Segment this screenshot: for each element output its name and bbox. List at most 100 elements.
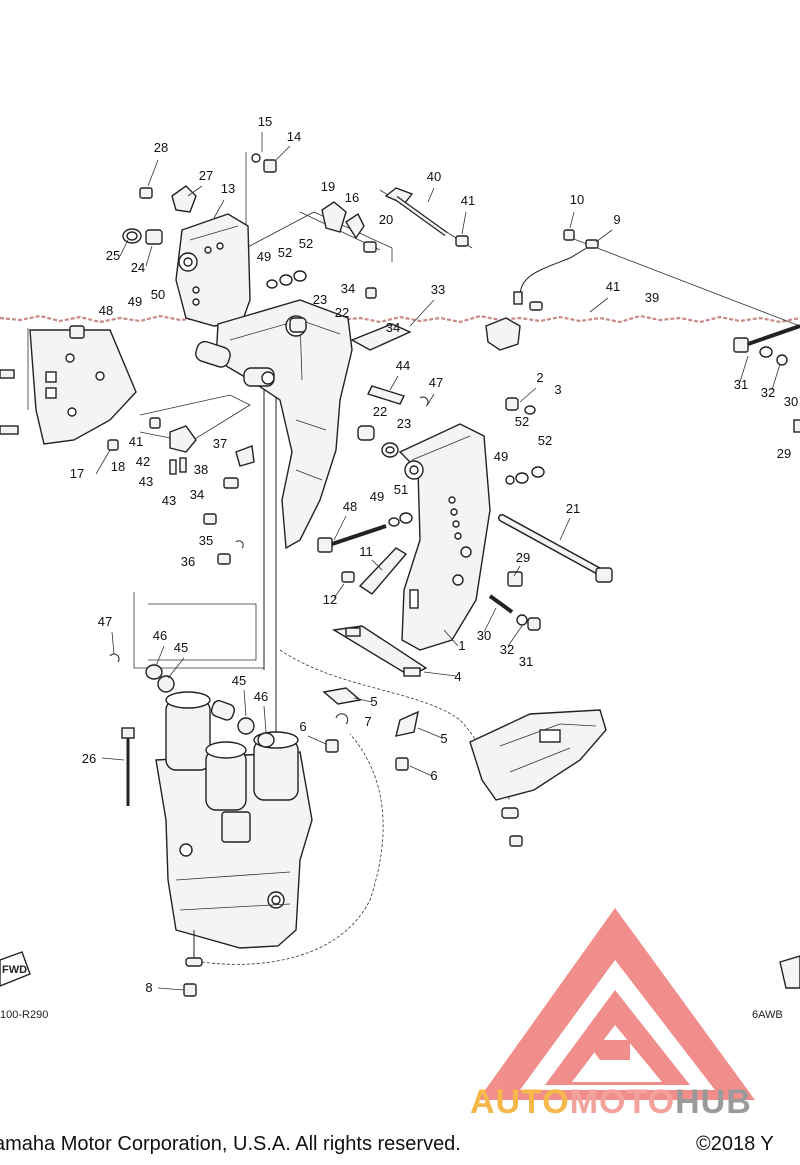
- callout-51: 51: [394, 482, 408, 497]
- callout-21: 21: [566, 501, 580, 516]
- callout-38: 38: [194, 462, 208, 477]
- rod-40: [384, 187, 469, 247]
- fasteners-right: [488, 571, 541, 631]
- watermark-hub: HUB: [675, 1083, 752, 1121]
- callout-17: 17: [70, 466, 84, 481]
- callout-14: 14: [287, 129, 301, 144]
- callout-31: 31: [734, 377, 748, 392]
- bushing-22-23: [289, 317, 399, 458]
- ground-wire-8: [183, 649, 511, 997]
- callout-4: 4: [454, 669, 461, 684]
- svg-text:AUTOMOTOHUB: AUTOMOTOHUB: [470, 1083, 752, 1121]
- callout-29: 29: [516, 550, 530, 565]
- callout-49: 49: [128, 294, 142, 309]
- callout-15: 15: [258, 114, 272, 129]
- power-trim-tilt-unit: [155, 691, 313, 949]
- callout-9: 9: [613, 212, 620, 227]
- block-41-42-43: [149, 417, 197, 475]
- callout-1: 1: [458, 638, 465, 653]
- copyright-right: ©2018 Y: [696, 1133, 774, 1155]
- callout-46: 46: [153, 628, 167, 643]
- clip-37-38: [223, 445, 255, 489]
- callout-43: 43: [139, 474, 153, 489]
- callout-42: 42: [136, 454, 150, 469]
- plate-11-12: [341, 547, 408, 595]
- callout-20: 20: [379, 212, 393, 227]
- callout-45: 45: [232, 673, 246, 688]
- callout-39: 39: [645, 290, 659, 305]
- upper-left-clamp-bracket: [175, 213, 251, 327]
- callout-52: 52: [299, 236, 313, 251]
- callout-10: 10: [570, 192, 584, 207]
- callout-28: 28: [154, 140, 168, 155]
- left-clamp-bracket-partial: [0, 325, 137, 451]
- callout-36: 36: [181, 554, 195, 569]
- callout-26: 26: [82, 751, 96, 766]
- bolt-35-36: [217, 540, 244, 565]
- callout-22: 22: [335, 305, 349, 320]
- callout-29: 29: [777, 446, 791, 461]
- bracket-4-5-6-7: [322, 625, 428, 771]
- callout-27: 27: [199, 168, 213, 183]
- callout-34: 34: [341, 281, 355, 296]
- callout-41: 41: [129, 434, 143, 449]
- callout-44: 44: [396, 358, 410, 373]
- fittings-45-46-47: [109, 653, 275, 748]
- paper-tear: [0, 314, 800, 324]
- callout-19: 19: [321, 179, 335, 194]
- bolt-48: [317, 512, 413, 553]
- callout-48: 48: [343, 499, 357, 514]
- callout-52: 52: [515, 414, 529, 429]
- callout-49: 49: [370, 489, 384, 504]
- callout-16: 16: [345, 190, 359, 205]
- callout-37: 37: [213, 436, 227, 451]
- shaft-21: [498, 514, 613, 583]
- callout-41: 41: [461, 193, 475, 208]
- right-clamp-bracket: [398, 423, 491, 651]
- callout-2: 2: [536, 370, 543, 385]
- callout-23: 23: [313, 292, 327, 307]
- callout-7: 7: [364, 714, 371, 729]
- fwd-label: FWD: [2, 964, 27, 976]
- diagram-code-right: 6AWB: [752, 1009, 783, 1021]
- callout-32: 32: [500, 642, 514, 657]
- callout-46: 46: [254, 689, 268, 704]
- callout-45: 45: [174, 640, 188, 655]
- callout-47: 47: [429, 375, 443, 390]
- callout-22: 22: [373, 404, 387, 419]
- callout-34: 34: [386, 320, 400, 335]
- fwd-arrow-icon: FWD: [0, 951, 31, 987]
- washers-right: [505, 397, 545, 485]
- cable-9: [485, 229, 599, 351]
- callout-49: 49: [494, 449, 508, 464]
- callout-6: 6: [299, 719, 306, 734]
- callout-33: 33: [431, 282, 445, 297]
- automotohub-watermark: AUTOMOTOHUB: [470, 1083, 752, 1121]
- watermark-auto: AUTO: [470, 1083, 570, 1121]
- bracket-19-16: [321, 201, 377, 253]
- callout-52: 52: [278, 245, 292, 260]
- callout-41: 41: [606, 279, 620, 294]
- callout-30: 30: [784, 394, 798, 409]
- callout-43: 43: [162, 493, 176, 508]
- callout-13: 13: [221, 181, 235, 196]
- callout-31: 31: [519, 654, 533, 669]
- callout-18: 18: [111, 459, 125, 474]
- callout-49: 49: [257, 249, 271, 264]
- callout-47: 47: [98, 614, 112, 629]
- callout-3: 3: [554, 382, 561, 397]
- callout-40: 40: [427, 169, 441, 184]
- callout-8: 8: [145, 980, 152, 995]
- trim-sensor-assembly: [469, 709, 607, 847]
- callout-24: 24: [131, 260, 145, 275]
- diagram-code-left: 100-R290: [0, 1009, 48, 1021]
- pin-44: [367, 385, 429, 407]
- callout-34: 34: [190, 487, 204, 502]
- callout-35: 35: [199, 533, 213, 548]
- callout-5: 5: [370, 694, 377, 709]
- callout-30: 30: [477, 628, 491, 643]
- callout-5: 5: [440, 731, 447, 746]
- callout-6: 6: [430, 768, 437, 783]
